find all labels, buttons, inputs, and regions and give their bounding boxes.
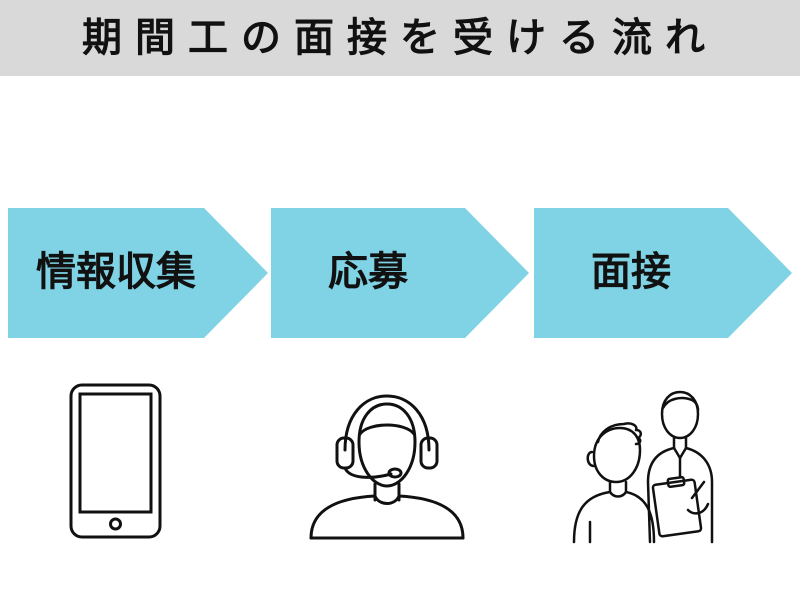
interview-people-icon bbox=[570, 386, 740, 544]
flow-step-2: 応募 bbox=[271, 208, 529, 338]
chevron-arrow-shape bbox=[271, 208, 529, 338]
step-label-interview: 面接 bbox=[591, 249, 671, 295]
smartphone-icon bbox=[68, 382, 163, 540]
chevron-arrow-shape bbox=[534, 208, 792, 338]
chevron-arrow-shape bbox=[8, 208, 268, 338]
page-title: 期間工の面接を受ける流れ bbox=[82, 15, 718, 61]
step-label-info: 情報収集 bbox=[36, 249, 196, 295]
headset-operator-icon bbox=[307, 392, 467, 542]
step-label-apply: 応募 bbox=[328, 249, 408, 295]
flow-step-3: 面接 bbox=[534, 208, 792, 338]
title-bar bbox=[0, 0, 800, 76]
flow-step-1: 情報収集 bbox=[8, 208, 268, 338]
